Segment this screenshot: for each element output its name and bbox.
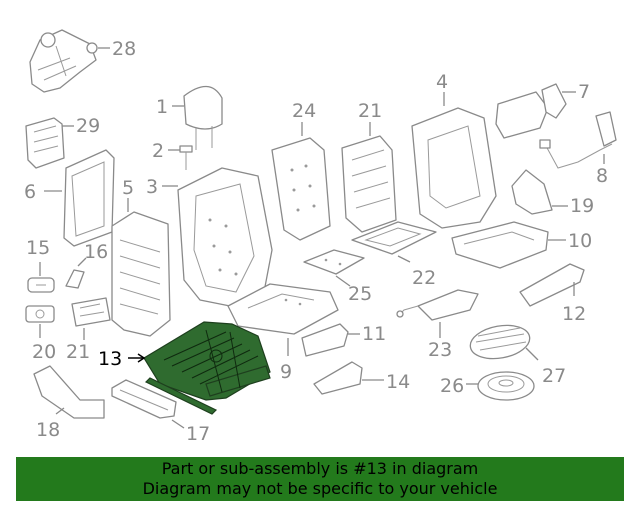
part-24-sensor-pad (396, 289, 479, 321)
callout-3: 3 (146, 176, 158, 198)
callout-4: 4 (436, 71, 448, 93)
part-17-knob (65, 269, 85, 289)
callout-14: 14 (386, 371, 410, 393)
part-13-seat-adjuster-track[interactable] (143, 321, 271, 415)
part-6-back-panel (63, 149, 115, 247)
part-15-side-shield (511, 169, 553, 215)
callout-7: 8 (596, 165, 608, 187)
callout-8: 7 (578, 81, 590, 103)
callout-29: 28 (112, 38, 136, 60)
part-19-side-trim (33, 365, 105, 419)
part-9-seat-cushion-foam (227, 283, 339, 335)
part-26-heater-mat (303, 249, 365, 275)
part-4-seatback-cushion-cover (411, 107, 497, 229)
part-2-headrest-guide (179, 145, 193, 170)
part-3-seatback-cover (177, 167, 273, 309)
callout-21: 21 (66, 341, 90, 363)
callout-2: 2 (152, 140, 164, 162)
part-1-headrest (183, 85, 223, 150)
part-30-control-module (25, 117, 65, 169)
callout-10: 10 (568, 230, 592, 252)
callout-5: 5 (122, 177, 134, 199)
callout-1: 1 (156, 96, 168, 118)
part-25-heater-pad (271, 137, 331, 241)
part-16-switch (27, 277, 55, 293)
callout-19: 18 (36, 419, 60, 441)
part-14-side-cover (313, 361, 363, 395)
part-22-seatback-pad (341, 135, 397, 233)
callout-15: 19 (570, 195, 594, 217)
callout-28: 27 (542, 365, 566, 387)
callout-30: 29 (76, 115, 100, 137)
banner-line-1: Part or sub-assembly is #13 in diagram (161, 459, 479, 478)
banner-line-2: Diagram may not be specific to your vehi… (142, 479, 498, 498)
callout-17: 16 (84, 241, 108, 263)
part-23-cushion-frame (351, 221, 437, 255)
callout-11: 11 (362, 323, 386, 345)
part-5-seatback-frame (111, 211, 171, 337)
part-28-speaker-grille (469, 324, 531, 360)
callout-23: 22 (412, 267, 436, 289)
callout-25: 24 (292, 100, 316, 122)
part-21-module (71, 297, 111, 327)
part-20-switch-housing (25, 305, 55, 323)
part-12-bolster (519, 263, 585, 307)
callout-22: 21 (358, 100, 382, 122)
part-27-speaker (477, 371, 535, 401)
callout-24: 23 (428, 339, 452, 361)
callout-26: 25 (348, 283, 372, 305)
part-18-rail-cover (111, 379, 177, 419)
part-11-front-trim (301, 323, 349, 357)
callout-16: 15 (26, 237, 50, 259)
part-7-wire-harness (539, 111, 617, 169)
callout-27: 26 (440, 375, 464, 397)
part-8-side-trim (495, 83, 567, 139)
parts-diagram: 28 29 6 5 1 2 3 (24, 29, 617, 445)
callout-13: 13 (98, 348, 122, 370)
callout-12: 12 (562, 303, 586, 325)
callout-6: 6 (24, 181, 36, 203)
part-10-seat-cushion-pad (451, 221, 549, 269)
callout-20: 20 (32, 341, 56, 363)
callout-9: 9 (280, 361, 292, 383)
part-29-motor-assembly (29, 29, 98, 93)
info-banner: Part or sub-assembly is #13 in diagram D… (16, 457, 624, 501)
callout-18: 17 (186, 423, 210, 445)
